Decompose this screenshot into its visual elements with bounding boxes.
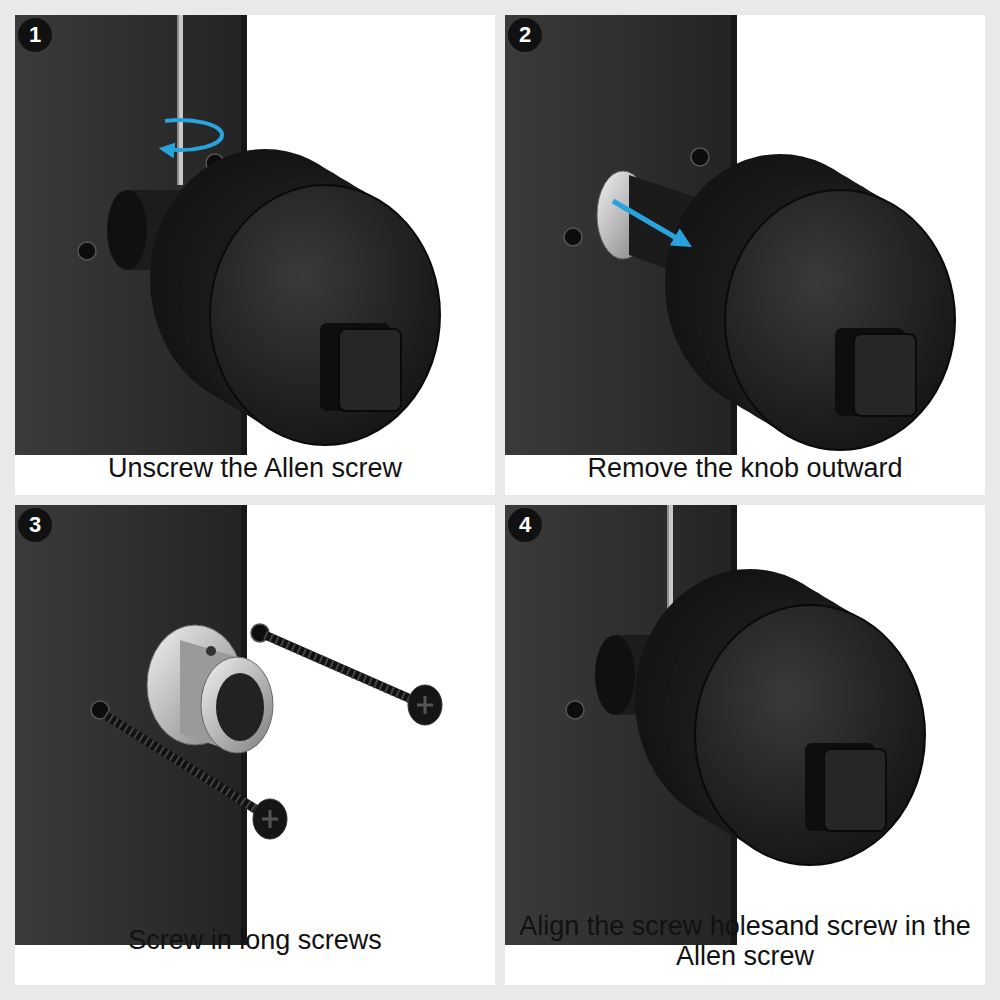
- step-two-illustration: [505, 15, 955, 455]
- screw-hole: [564, 228, 582, 246]
- step-number: 4: [519, 514, 531, 536]
- instruction-panel: Align the screw holesand screw in the Al…: [505, 505, 985, 985]
- screw-head: [262, 810, 278, 828]
- door-knob: [665, 154, 955, 450]
- door-knob: [635, 569, 925, 865]
- screw-thread: [265, 635, 410, 699]
- step-four-illustration: [505, 505, 925, 945]
- screw-hole: [78, 242, 96, 260]
- screw-hole: [566, 701, 584, 719]
- panel-ground: [15, 505, 495, 985]
- step-caption: Screw in long screws: [25, 925, 485, 955]
- step-one-illustration: [15, 15, 440, 455]
- step-number-badge: 2: [508, 18, 542, 52]
- set-screw-hole: [206, 646, 216, 656]
- instruction-panel: Remove the knob outward 2: [505, 15, 985, 495]
- instruction-panel: Screw in long screws 3: [15, 505, 495, 985]
- step-number: 2: [519, 24, 531, 46]
- step-three-illustration: [15, 505, 442, 945]
- instruction-panel: Unscrew the Allen screw 1: [15, 15, 495, 495]
- step-number: 1: [29, 24, 41, 46]
- step-caption: Unscrew the Allen screw: [25, 453, 485, 483]
- step-number-badge: 1: [18, 18, 52, 52]
- allen-key: [177, 15, 179, 185]
- knob-neck: [107, 190, 147, 270]
- panel-ground: [505, 505, 985, 985]
- allen-key: [177, 15, 183, 185]
- direction-arrow: [613, 201, 685, 243]
- screw-thread: [105, 715, 255, 809]
- rotation-arrow: [165, 120, 222, 150]
- screw-hole: [691, 148, 709, 166]
- step-number-badge: 3: [18, 508, 52, 542]
- spindle-tube: [201, 657, 273, 753]
- step-number-badge: 4: [508, 508, 542, 542]
- panel-ground: [505, 15, 985, 495]
- long-screw: [265, 635, 420, 703]
- knob-neck: [595, 635, 635, 715]
- step-number: 3: [29, 514, 41, 536]
- screw-head: [253, 799, 287, 839]
- long-screw: [105, 715, 265, 815]
- panel-ground: [15, 15, 495, 495]
- step-caption: Remove the knob outward: [515, 453, 975, 483]
- spindle-hole: [216, 673, 264, 741]
- screw-head: [417, 696, 433, 714]
- step-caption: Align the screw holesand screw in the Al…: [515, 911, 975, 971]
- door-knob: [150, 149, 440, 445]
- screw-head: [408, 685, 442, 725]
